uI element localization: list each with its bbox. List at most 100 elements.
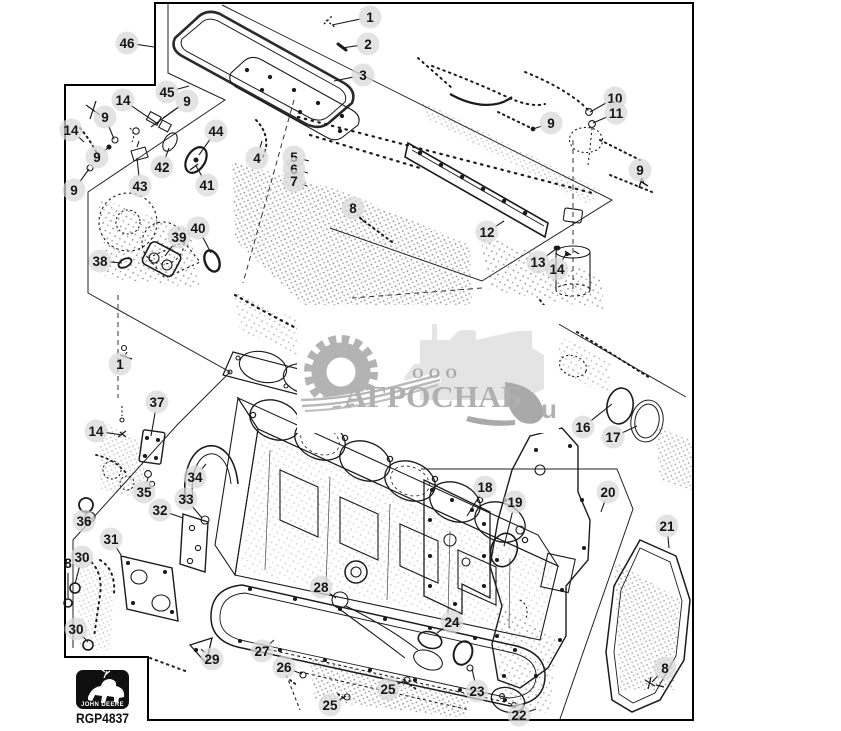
leader-line	[495, 220, 505, 228]
callout-number: 9	[636, 163, 644, 178]
callout-halo	[174, 487, 198, 511]
callout-27: 27	[250, 639, 275, 663]
leader-line	[600, 501, 606, 513]
callout-number: 29	[204, 652, 219, 667]
callout-number: 23	[469, 684, 485, 699]
callout-halo	[653, 656, 677, 680]
callout-22: 22	[507, 703, 537, 727]
leader-line	[192, 506, 203, 519]
callout-number: 34	[187, 470, 203, 485]
callout-2: 2	[341, 32, 380, 56]
callout-14: 14	[545, 253, 569, 281]
leader-line	[169, 512, 184, 519]
watermark-title: АГРОСНАБ	[344, 379, 522, 414]
callout-halo	[145, 390, 169, 414]
leader-line	[79, 168, 90, 183]
rocker-shaft	[296, 115, 594, 239]
callout-halo	[72, 509, 96, 533]
callout-number: 7	[290, 174, 298, 189]
callout-number: 9	[93, 150, 101, 165]
callout-number: 28	[313, 580, 329, 595]
callout-halo	[93, 105, 117, 129]
callout-halo	[309, 575, 333, 599]
callout-halo	[351, 63, 375, 87]
leader-line	[545, 248, 557, 257]
callout-20: 20	[596, 480, 620, 513]
callout-14: 14	[111, 88, 159, 125]
leader-line	[503, 511, 514, 547]
watermark-ooo: ООО	[412, 366, 462, 382]
callout-halo	[64, 617, 88, 641]
callout-halo	[358, 5, 382, 29]
leader-line	[74, 566, 81, 585]
callout-28: 28	[309, 575, 337, 599]
agrosnab-watermark: ООО АГРОСНАБ u	[297, 305, 559, 433]
callout-halo	[175, 89, 199, 113]
callout-43: 43	[128, 157, 152, 198]
callout-8: 8	[64, 556, 72, 598]
injector-cluster	[568, 126, 641, 161]
leader-line	[105, 431, 123, 436]
callout-number: 19	[507, 495, 522, 510]
callout-14: 14	[59, 118, 85, 143]
cover-bolts	[323, 15, 348, 52]
callout-44: 44	[198, 119, 228, 156]
tractor-silhouette-icon	[404, 324, 544, 400]
callout-number: 33	[178, 492, 194, 507]
callout-9: 9	[62, 168, 90, 202]
callout-32: 32	[148, 498, 184, 522]
callout-number: 38	[92, 254, 108, 269]
leader-line	[130, 105, 159, 125]
callout-number: 18	[477, 480, 493, 495]
callout-number: 9	[183, 94, 191, 109]
callout-halo	[245, 146, 269, 170]
callout-number: 14	[88, 424, 104, 439]
callout-halo	[376, 677, 400, 701]
callout-halo	[282, 169, 306, 193]
callout-number: 12	[479, 225, 494, 240]
callout-number: 6	[290, 162, 298, 177]
callout-halo	[250, 639, 274, 663]
callout-halo	[88, 249, 112, 273]
callout-41: 41	[195, 165, 219, 197]
leader-line	[651, 674, 659, 683]
callout-36: 36	[72, 509, 96, 533]
callout-number: 46	[119, 36, 135, 51]
callout-halo	[545, 257, 569, 281]
callout-number: 32	[152, 503, 167, 518]
callout-halo	[167, 225, 191, 249]
leader-line	[333, 76, 354, 82]
callout-number: 8	[661, 661, 669, 676]
callout-halo	[85, 145, 109, 169]
plate-31	[120, 555, 179, 622]
callout-46: 46	[115, 31, 155, 55]
watermark-swoosh	[466, 382, 544, 426]
callout-number: 8	[64, 556, 72, 571]
leader-line	[198, 138, 211, 156]
leader-line	[396, 679, 407, 686]
callout-number: 24	[444, 615, 460, 630]
leader-line	[589, 102, 607, 113]
callout-halo	[604, 101, 628, 125]
callout-8: 8	[651, 656, 677, 683]
callout-halo	[59, 118, 83, 142]
callout-4: 4	[245, 140, 269, 170]
callout-9: 9	[150, 89, 199, 128]
callout-number: 40	[190, 221, 205, 236]
valve-cover-gasket	[229, 56, 360, 141]
callout-8: 8	[341, 196, 365, 223]
callout-number: 35	[136, 485, 152, 500]
callout-9: 9	[532, 111, 563, 135]
leader-line	[341, 44, 359, 49]
callout-45: 45	[155, 80, 190, 104]
callout-number: 1	[116, 357, 124, 372]
callout-9: 9	[93, 105, 117, 140]
leader-line	[592, 116, 608, 124]
leader-line	[150, 411, 156, 437]
leader-line	[471, 668, 476, 682]
callout-halo	[70, 545, 94, 569]
plate-32	[179, 513, 209, 573]
callout-number: 14	[115, 93, 131, 108]
callout-number: 37	[149, 395, 164, 410]
